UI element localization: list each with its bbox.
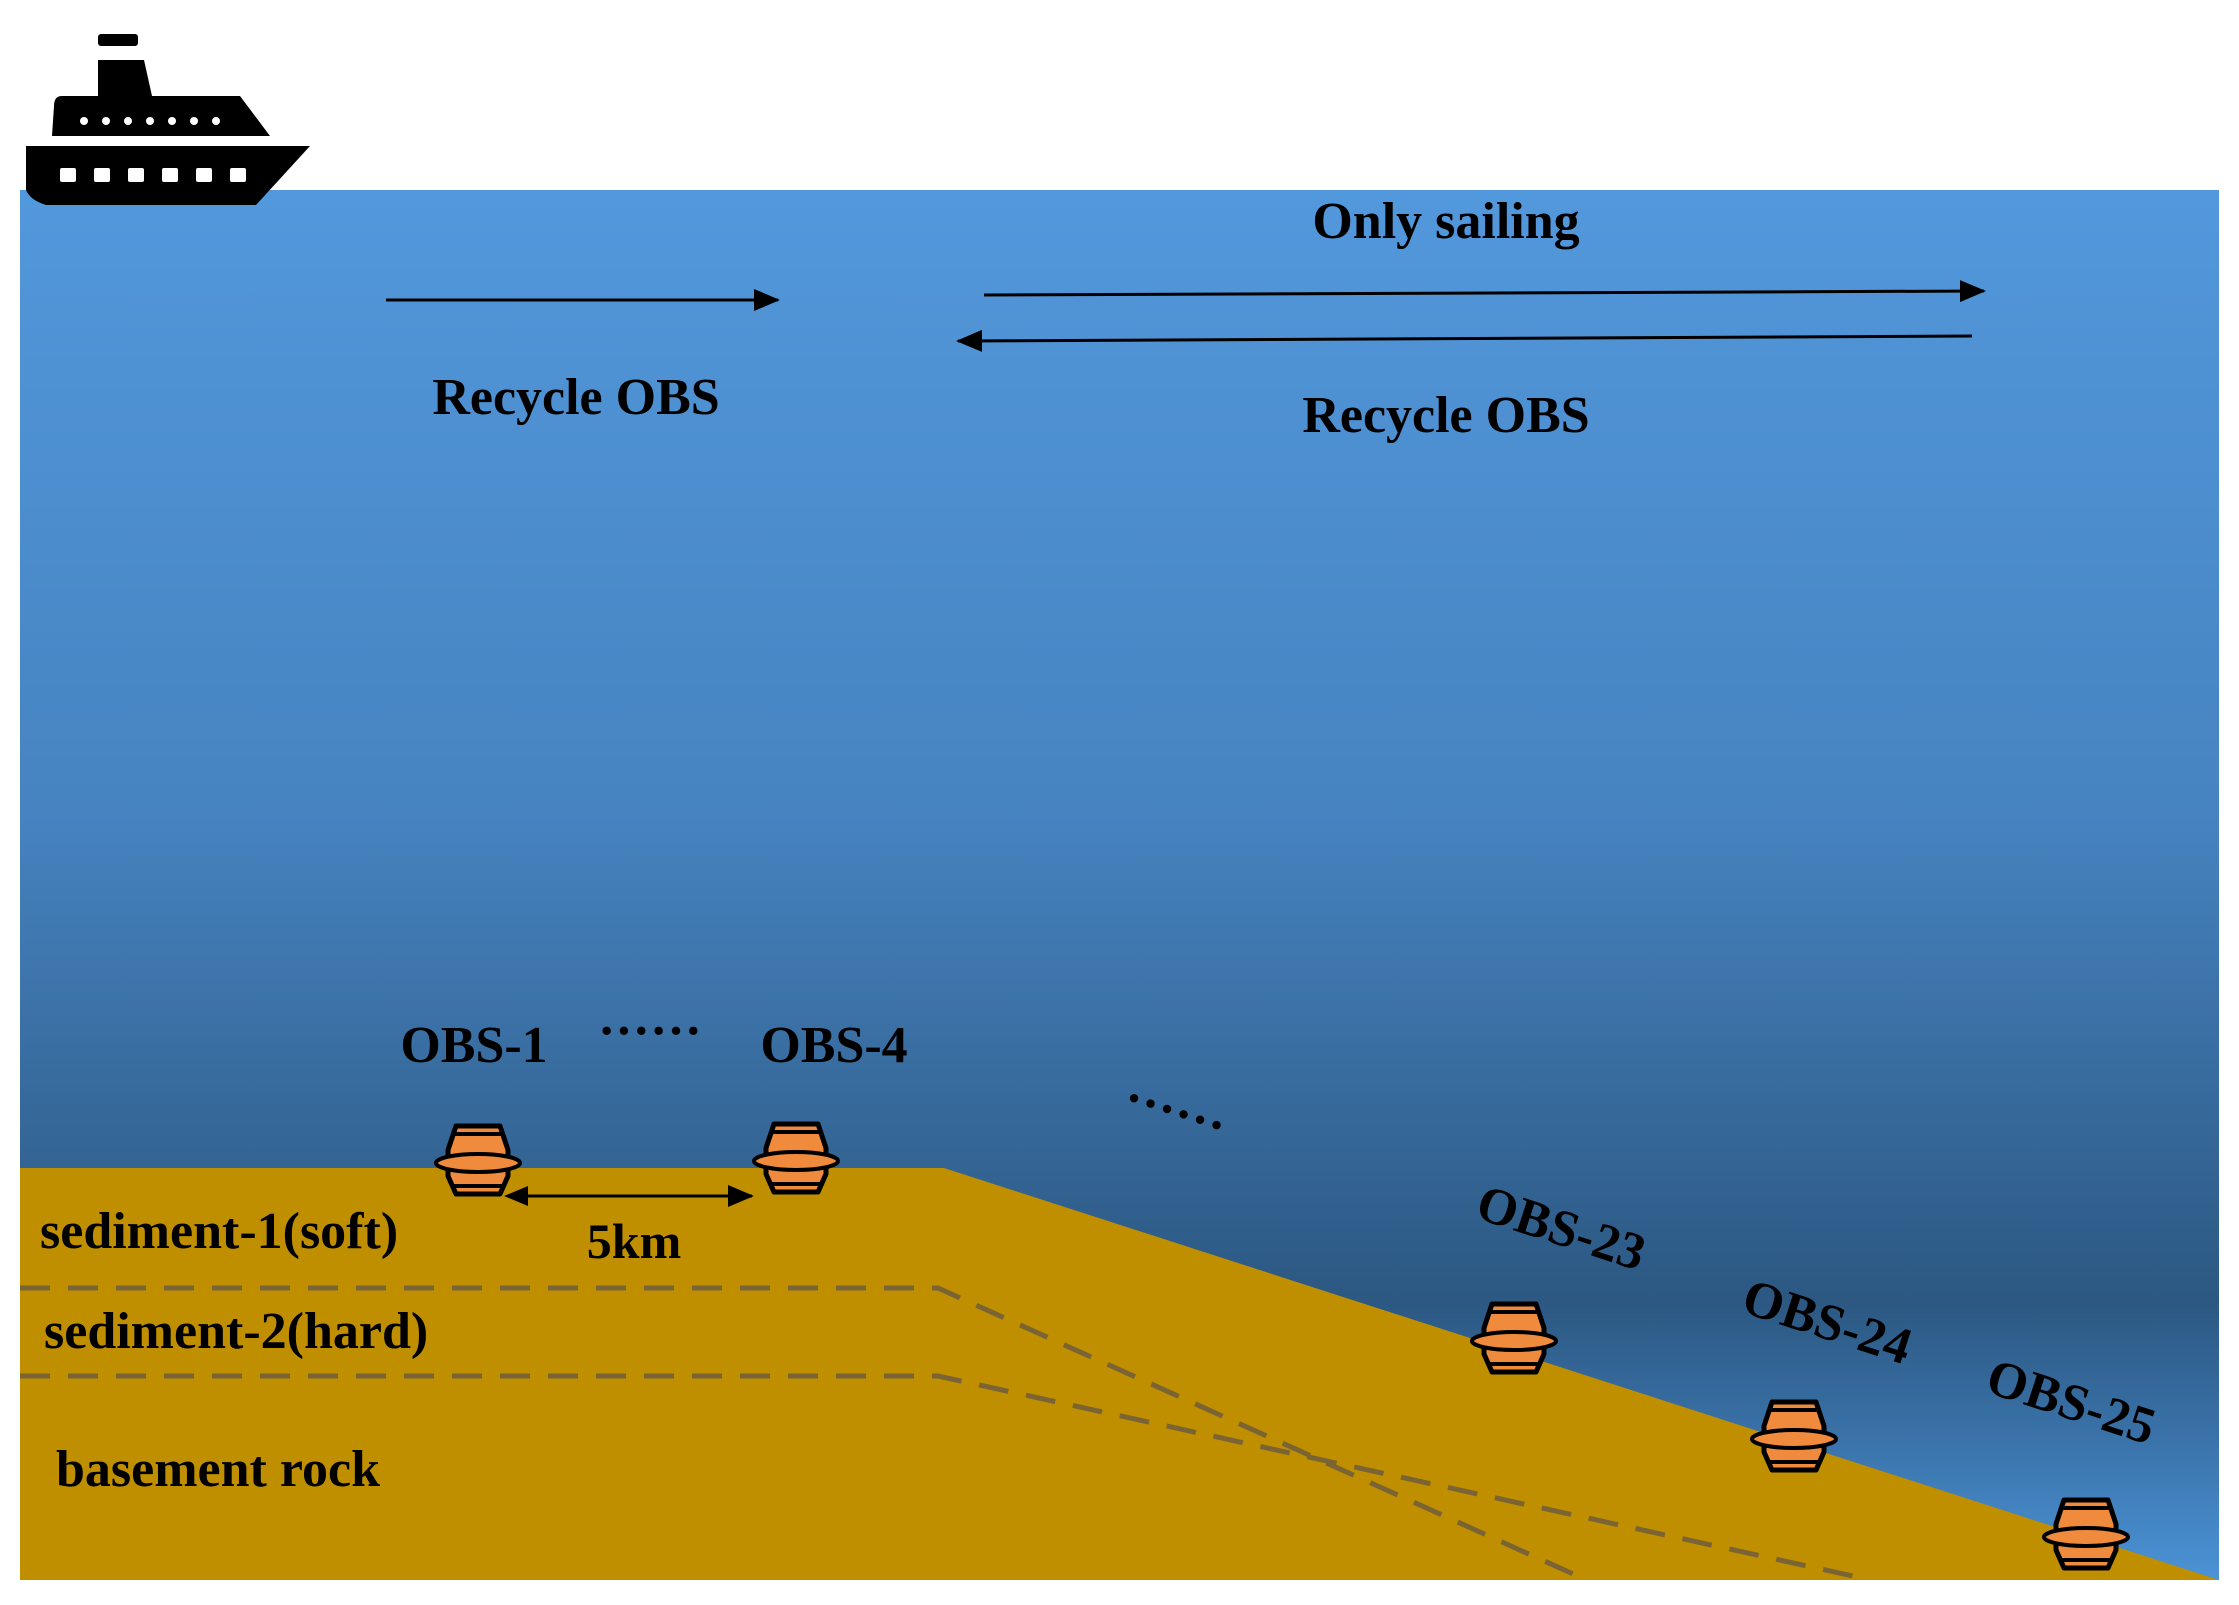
layer-label-sediment-2: sediment-2(hard) bbox=[44, 1303, 428, 1360]
obs-1-label: OBS-1 bbox=[400, 1017, 547, 1074]
spacing-label: 5km bbox=[587, 1213, 681, 1269]
layer-label-basement: basement rock bbox=[56, 1441, 380, 1498]
layer-boundary-1 bbox=[20, 1285, 1584, 1581]
obs-4-label: OBS-4 bbox=[760, 1017, 907, 1074]
ship-icon bbox=[26, 34, 310, 205]
recycle-arrow-right bbox=[956, 329, 1973, 352]
ellipsis-between-stations: ······ bbox=[598, 1003, 702, 1060]
only-sailing-label: Only sailing bbox=[1312, 193, 1579, 250]
recycle-obs-label-right: Recycle OBS bbox=[1302, 387, 1589, 444]
seabed bbox=[20, 1168, 2219, 1580]
only-sailing-arrow bbox=[983, 280, 1986, 303]
recycle-obs-label-left: Recycle OBS bbox=[432, 369, 719, 426]
layer-label-sediment-1: sediment-1(soft) bbox=[40, 1203, 398, 1260]
layer-boundary-2 bbox=[20, 1373, 1863, 1581]
